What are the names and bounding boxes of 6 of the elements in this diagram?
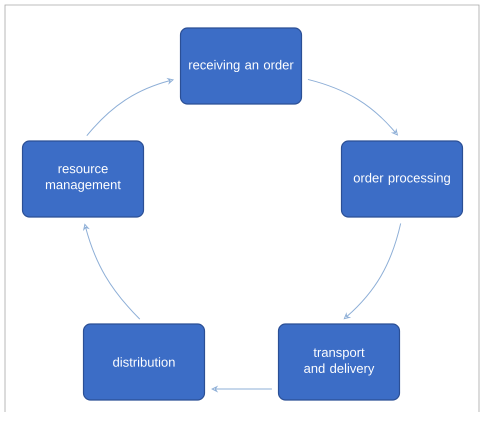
process-box: resource management <box>22 140 144 218</box>
process-box: transport and delivery <box>278 323 400 401</box>
process-box: distribution <box>82 323 206 401</box>
process-box: order processing <box>340 140 464 218</box>
process-box: receiving an order <box>180 27 302 105</box>
arrow <box>344 222 402 320</box>
